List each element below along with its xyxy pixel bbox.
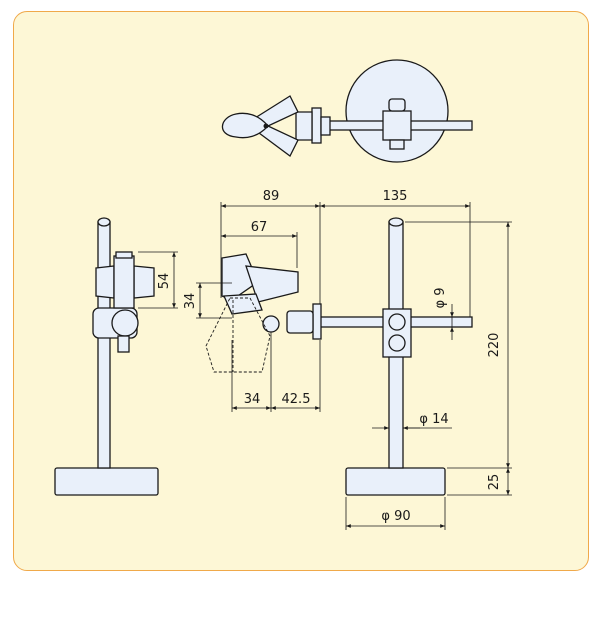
- dim-220-label: 220: [487, 333, 502, 358]
- holder-tilted-outline: [205, 297, 271, 373]
- holder-lower-front: [223, 293, 263, 315]
- side-view: [54, 217, 159, 496]
- post-cap-side: [97, 217, 111, 227]
- holder-jaw-right-side: [133, 265, 155, 299]
- dimension-lines: [138, 202, 512, 530]
- clamp-knob-front-lower: [388, 334, 406, 352]
- dim-135-label: 135: [383, 189, 408, 204]
- post-side: [97, 221, 111, 469]
- holder-jaw-left-side: [95, 265, 115, 299]
- dim-phi9-label: φ 9: [433, 288, 448, 309]
- dim-42-5-label: 42.5: [282, 392, 311, 407]
- post-cap-front: [388, 217, 404, 227]
- dim-phi14-label: φ 14: [419, 412, 448, 427]
- cross-clamp-top: [382, 110, 412, 141]
- dim-25-label: 25: [487, 474, 502, 491]
- rod-flange-front: [312, 303, 322, 340]
- clamp-tab-side: [117, 335, 130, 353]
- clamp-knob-top: [388, 98, 406, 112]
- holder-top-side: [115, 251, 133, 259]
- dim-34-horizontal-label: 34: [244, 392, 261, 407]
- holder-body-front: [221, 253, 259, 301]
- top-view: [221, 59, 473, 163]
- dim-67-label: 67: [251, 220, 268, 235]
- holder-body-side: [113, 255, 135, 309]
- rod-flange-top: [311, 107, 322, 144]
- base-front: [345, 467, 446, 496]
- dim-54-label: 54: [157, 273, 172, 290]
- clamp-knob-side: [111, 309, 139, 337]
- dim-89-label: 89: [263, 189, 280, 204]
- holder-body-top: [295, 111, 313, 141]
- holder-loop-top: [221, 112, 269, 139]
- dim-34-vertical-label: 34: [183, 293, 198, 310]
- rod-collar-front: [286, 310, 314, 334]
- holder-pivot-top: [263, 123, 269, 129]
- front-view: [205, 217, 473, 496]
- clamp-knob-bottom: [389, 139, 405, 150]
- clamp-knob-front-upper: [388, 313, 406, 331]
- base-side: [54, 467, 159, 496]
- holder-pivot-front: [262, 315, 280, 333]
- holder-jaw-front: [245, 265, 299, 303]
- rod-collar-top: [320, 116, 331, 136]
- dim-phi90-label: φ 90: [381, 509, 410, 524]
